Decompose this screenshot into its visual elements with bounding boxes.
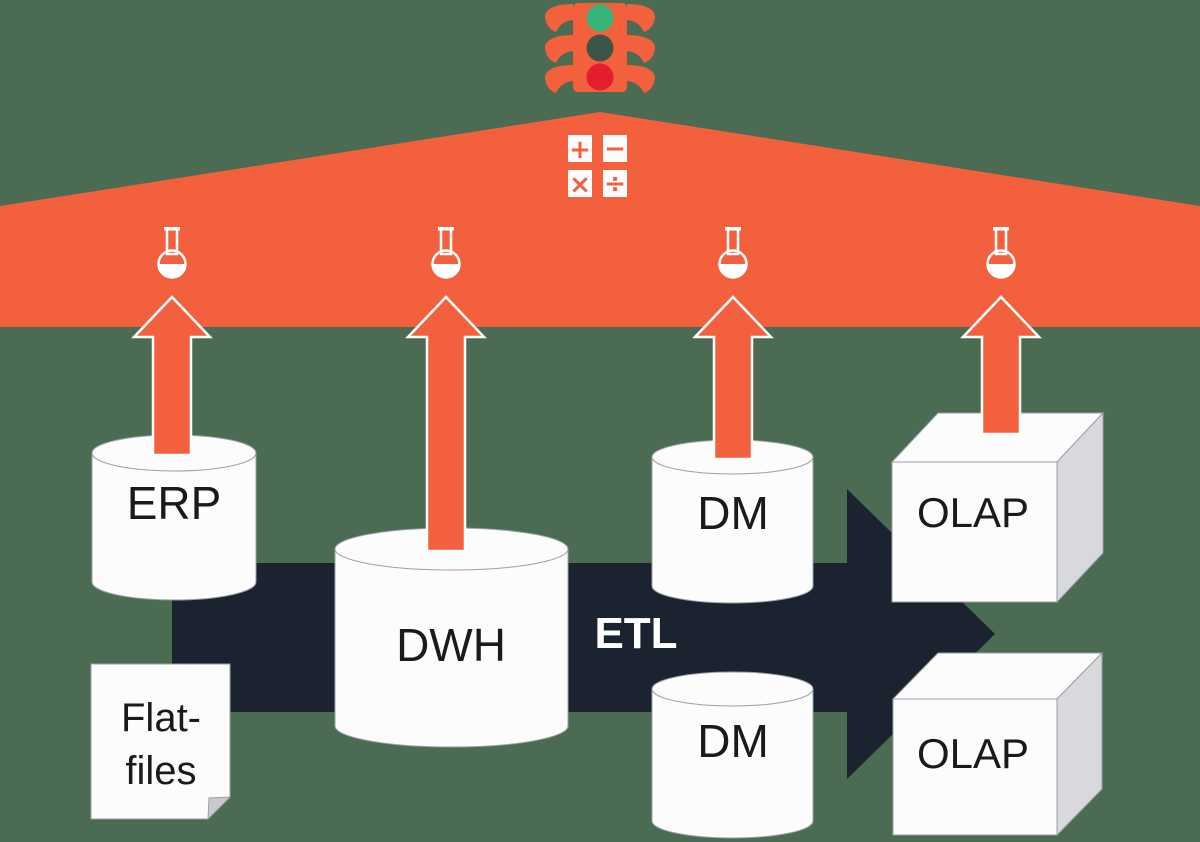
flask-icon-1 (157, 227, 187, 279)
calculator-icon: + − × ÷ (568, 134, 627, 200)
dwh-label: DWH (396, 619, 506, 671)
flask-neck (165, 227, 179, 256)
olap-cube-top (890, 411, 1105, 604)
calculator-multiply-key (568, 170, 592, 197)
flat-files-label-line1: Flat- (121, 696, 201, 740)
dm-cylinder-top (651, 439, 814, 604)
orange-back-layer: + − × ÷ (0, 3, 1200, 327)
flask-liquid (158, 264, 186, 278)
calculator-divide-key (603, 170, 627, 197)
flask-icon-2 (431, 227, 461, 279)
flask-neck (726, 227, 740, 256)
upload-arrow-olap (960, 295, 1042, 436)
flask-icon-3 (718, 227, 748, 279)
flask-liquid (987, 264, 1015, 278)
flat-files-label-line2: files (125, 749, 196, 793)
traffic-light-wing (627, 65, 655, 93)
upload-arrows (131, 295, 1042, 553)
dm-label-bottom: DM (697, 715, 769, 767)
flask-liquid (719, 264, 747, 278)
traffic-light-wing (545, 4, 573, 32)
note-fold-corner (207, 796, 232, 821)
minus-symbol: − (604, 134, 626, 164)
labels: ERP DWH DM DM OLAP OLAP Flat- files (121, 477, 1029, 793)
upload-arrow-dm (692, 295, 774, 461)
traffic-light-wing (545, 35, 573, 63)
multiply-symbol: × (569, 170, 591, 200)
roof-shape (0, 112, 1200, 327)
traffic-light-red-light (586, 63, 614, 91)
olap-label-bottom: OLAP (917, 730, 1029, 777)
olap-cube-bottom (891, 651, 1104, 837)
etl-label: ETL (594, 609, 677, 658)
traffic-light-wing (627, 35, 655, 63)
traffic-light-green-light (586, 4, 614, 32)
traffic-light-off-light (586, 34, 614, 62)
calculator-minus-key (603, 135, 627, 162)
flask-neck (439, 227, 453, 256)
flask-icons (157, 227, 1016, 279)
dm-label-top: DM (697, 487, 769, 539)
traffic-light-icon (545, 3, 655, 93)
upload-arrow-erp (131, 295, 213, 457)
olap-label-top: OLAP (917, 489, 1029, 536)
white-shapes (90, 411, 1105, 839)
flask-icon-4 (986, 227, 1016, 279)
traffic-light-wing (545, 65, 573, 93)
divide-symbol: ÷ (604, 169, 626, 199)
cube-front-face (892, 698, 1058, 836)
traffic-light-wing (627, 4, 655, 32)
upload-arrow-dwh (405, 295, 487, 553)
flask-neck (994, 227, 1008, 256)
plus-symbol: + (569, 135, 591, 165)
calculator-plus-key (568, 135, 592, 162)
flask-liquid (432, 264, 460, 278)
cube-front-face (891, 461, 1058, 603)
flat-files-note (90, 663, 232, 821)
dm-cylinder-bottom (651, 671, 814, 839)
erp-label: ERP (127, 477, 222, 529)
